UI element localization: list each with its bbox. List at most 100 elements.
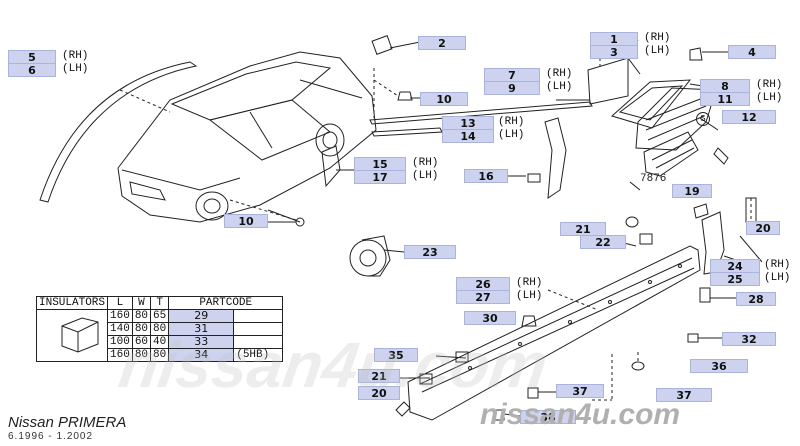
cell-l: 160 (107, 348, 133, 362)
cell-code[interactable]: 31 (168, 322, 235, 336)
header-partcode: PARTCODE (168, 296, 284, 310)
callout-13-side: (RH) (498, 116, 525, 128)
callout-23[interactable]: 23 (404, 245, 456, 259)
tape-roll-drawing (349, 235, 405, 277)
callout-36[interactable]: 36 (690, 359, 748, 373)
part-10-clip (397, 91, 413, 101)
callout-6[interactable]: 6 (8, 63, 56, 77)
part-37-screw (527, 387, 539, 399)
callout-24[interactable]: 24 (710, 259, 760, 273)
part-2-pad (371, 35, 393, 55)
screw-symbol-label: S (696, 112, 710, 126)
callout-6-side: (LH) (62, 63, 89, 75)
callout-17-side: (LH) (412, 170, 439, 182)
frame-8-11 (611, 79, 692, 129)
callout-38[interactable]: 38 (520, 410, 576, 424)
roof-molding-strip (39, 61, 198, 203)
callout-9[interactable]: 9 (484, 81, 540, 95)
callout-7[interactable]: 7 (484, 68, 540, 82)
callout-32[interactable]: 32 (722, 332, 776, 346)
part-20-lower-screw (395, 401, 411, 417)
callout-35[interactable]: 35 (374, 348, 418, 362)
callout-1[interactable]: 1 (590, 32, 638, 46)
vent-grille-drawing (635, 87, 717, 177)
fender-trim (544, 117, 567, 199)
callout-26[interactable]: 26 (456, 277, 510, 291)
table-row: 140 80 80 31 (37, 322, 284, 336)
callout-26-side: (RH) (516, 277, 543, 289)
callout-1-side: (RH) (644, 32, 671, 44)
cell-code[interactable]: 29 (168, 309, 235, 323)
callout-37-lower[interactable]: 37 (656, 388, 712, 402)
part-15-mudflap (321, 145, 341, 188)
callout-3[interactable]: 3 (590, 45, 638, 59)
callout-10-upper[interactable]: 10 (420, 92, 468, 106)
side-molding-7-9 (369, 101, 593, 125)
callout-14[interactable]: 14 (442, 129, 494, 143)
watermark-large: nissan4u.com (114, 329, 552, 401)
callout-2[interactable]: 2 (418, 36, 466, 50)
callout-11[interactable]: 11 (700, 92, 750, 106)
part-number-7876: 7876 (640, 173, 667, 185)
callout-8-side: (RH) (756, 79, 783, 91)
callout-28[interactable]: 28 (736, 292, 776, 306)
callout-5[interactable]: 5 (8, 50, 56, 64)
callout-8[interactable]: 8 (700, 79, 750, 93)
part-21-clip (625, 216, 639, 228)
cell-t: 80 (150, 348, 170, 362)
part-30-clip (521, 315, 537, 327)
sill-molding-drawing (407, 245, 701, 421)
cell-l: 160 (107, 309, 133, 323)
callout-21-lower[interactable]: 21 (358, 369, 400, 383)
part-36-washer (631, 361, 645, 371)
cell-t: 40 (150, 335, 170, 349)
part-21-lower-clip (419, 373, 433, 385)
callout-13[interactable]: 13 (442, 116, 494, 130)
callout-25-side: (LH) (764, 272, 791, 284)
callout-16[interactable]: 16 (464, 169, 508, 183)
callout-24-side: (RH) (764, 259, 791, 271)
callout-12[interactable]: 12 (722, 110, 776, 124)
callout-9-side: (LH) (546, 81, 573, 93)
callout-15[interactable]: 15 (354, 157, 406, 171)
part-35-clip (455, 351, 469, 363)
production-dates: 6.1996 - 1.2002 (8, 431, 94, 442)
cell-note (233, 309, 284, 323)
part-38-screw (493, 409, 505, 421)
header-l: L (107, 296, 133, 310)
callout-25[interactable]: 25 (710, 272, 760, 286)
callout-22[interactable]: 22 (580, 235, 626, 249)
callout-17[interactable]: 17 (354, 170, 406, 184)
cell-t: 65 (150, 309, 170, 323)
callout-27[interactable]: 27 (456, 290, 510, 304)
part-4-clip (689, 47, 703, 61)
cell-w: 80 (131, 309, 152, 323)
callout-14-side: (LH) (498, 129, 525, 141)
watermark-small: nissan4u.com (480, 398, 681, 431)
callout-11-side: (LH) (756, 92, 783, 104)
part-32-grommet (687, 333, 699, 343)
header-w: W (131, 296, 152, 310)
part-22-clip (639, 233, 653, 245)
cell-code[interactable]: 34 (168, 348, 235, 362)
part-16-clip (527, 173, 541, 183)
callout-7-side: (RH) (546, 68, 573, 80)
callout-19[interactable]: 19 (672, 184, 712, 198)
callout-21-upper[interactable]: 21 (560, 222, 606, 236)
callout-10-lower[interactable]: 10 (224, 214, 268, 228)
callout-20-upper[interactable]: 20 (746, 221, 780, 235)
insulator-sketch-cell (35, 309, 109, 362)
part-28-screw (699, 287, 711, 303)
callout-27-side: (LH) (516, 290, 543, 302)
callout-37-upper[interactable]: 37 (556, 384, 604, 398)
callout-5-side: (RH) (62, 50, 89, 62)
model-title: Nissan PRIMERA (8, 414, 127, 431)
side-molding-13-14 (371, 127, 443, 137)
callout-15-side: (RH) (412, 157, 439, 169)
callout-30[interactable]: 30 (464, 311, 516, 325)
part-19-clip (693, 203, 709, 219)
callout-20-lower[interactable]: 20 (358, 386, 400, 400)
callout-4[interactable]: 4 (728, 45, 776, 59)
header-t: T (150, 296, 170, 310)
